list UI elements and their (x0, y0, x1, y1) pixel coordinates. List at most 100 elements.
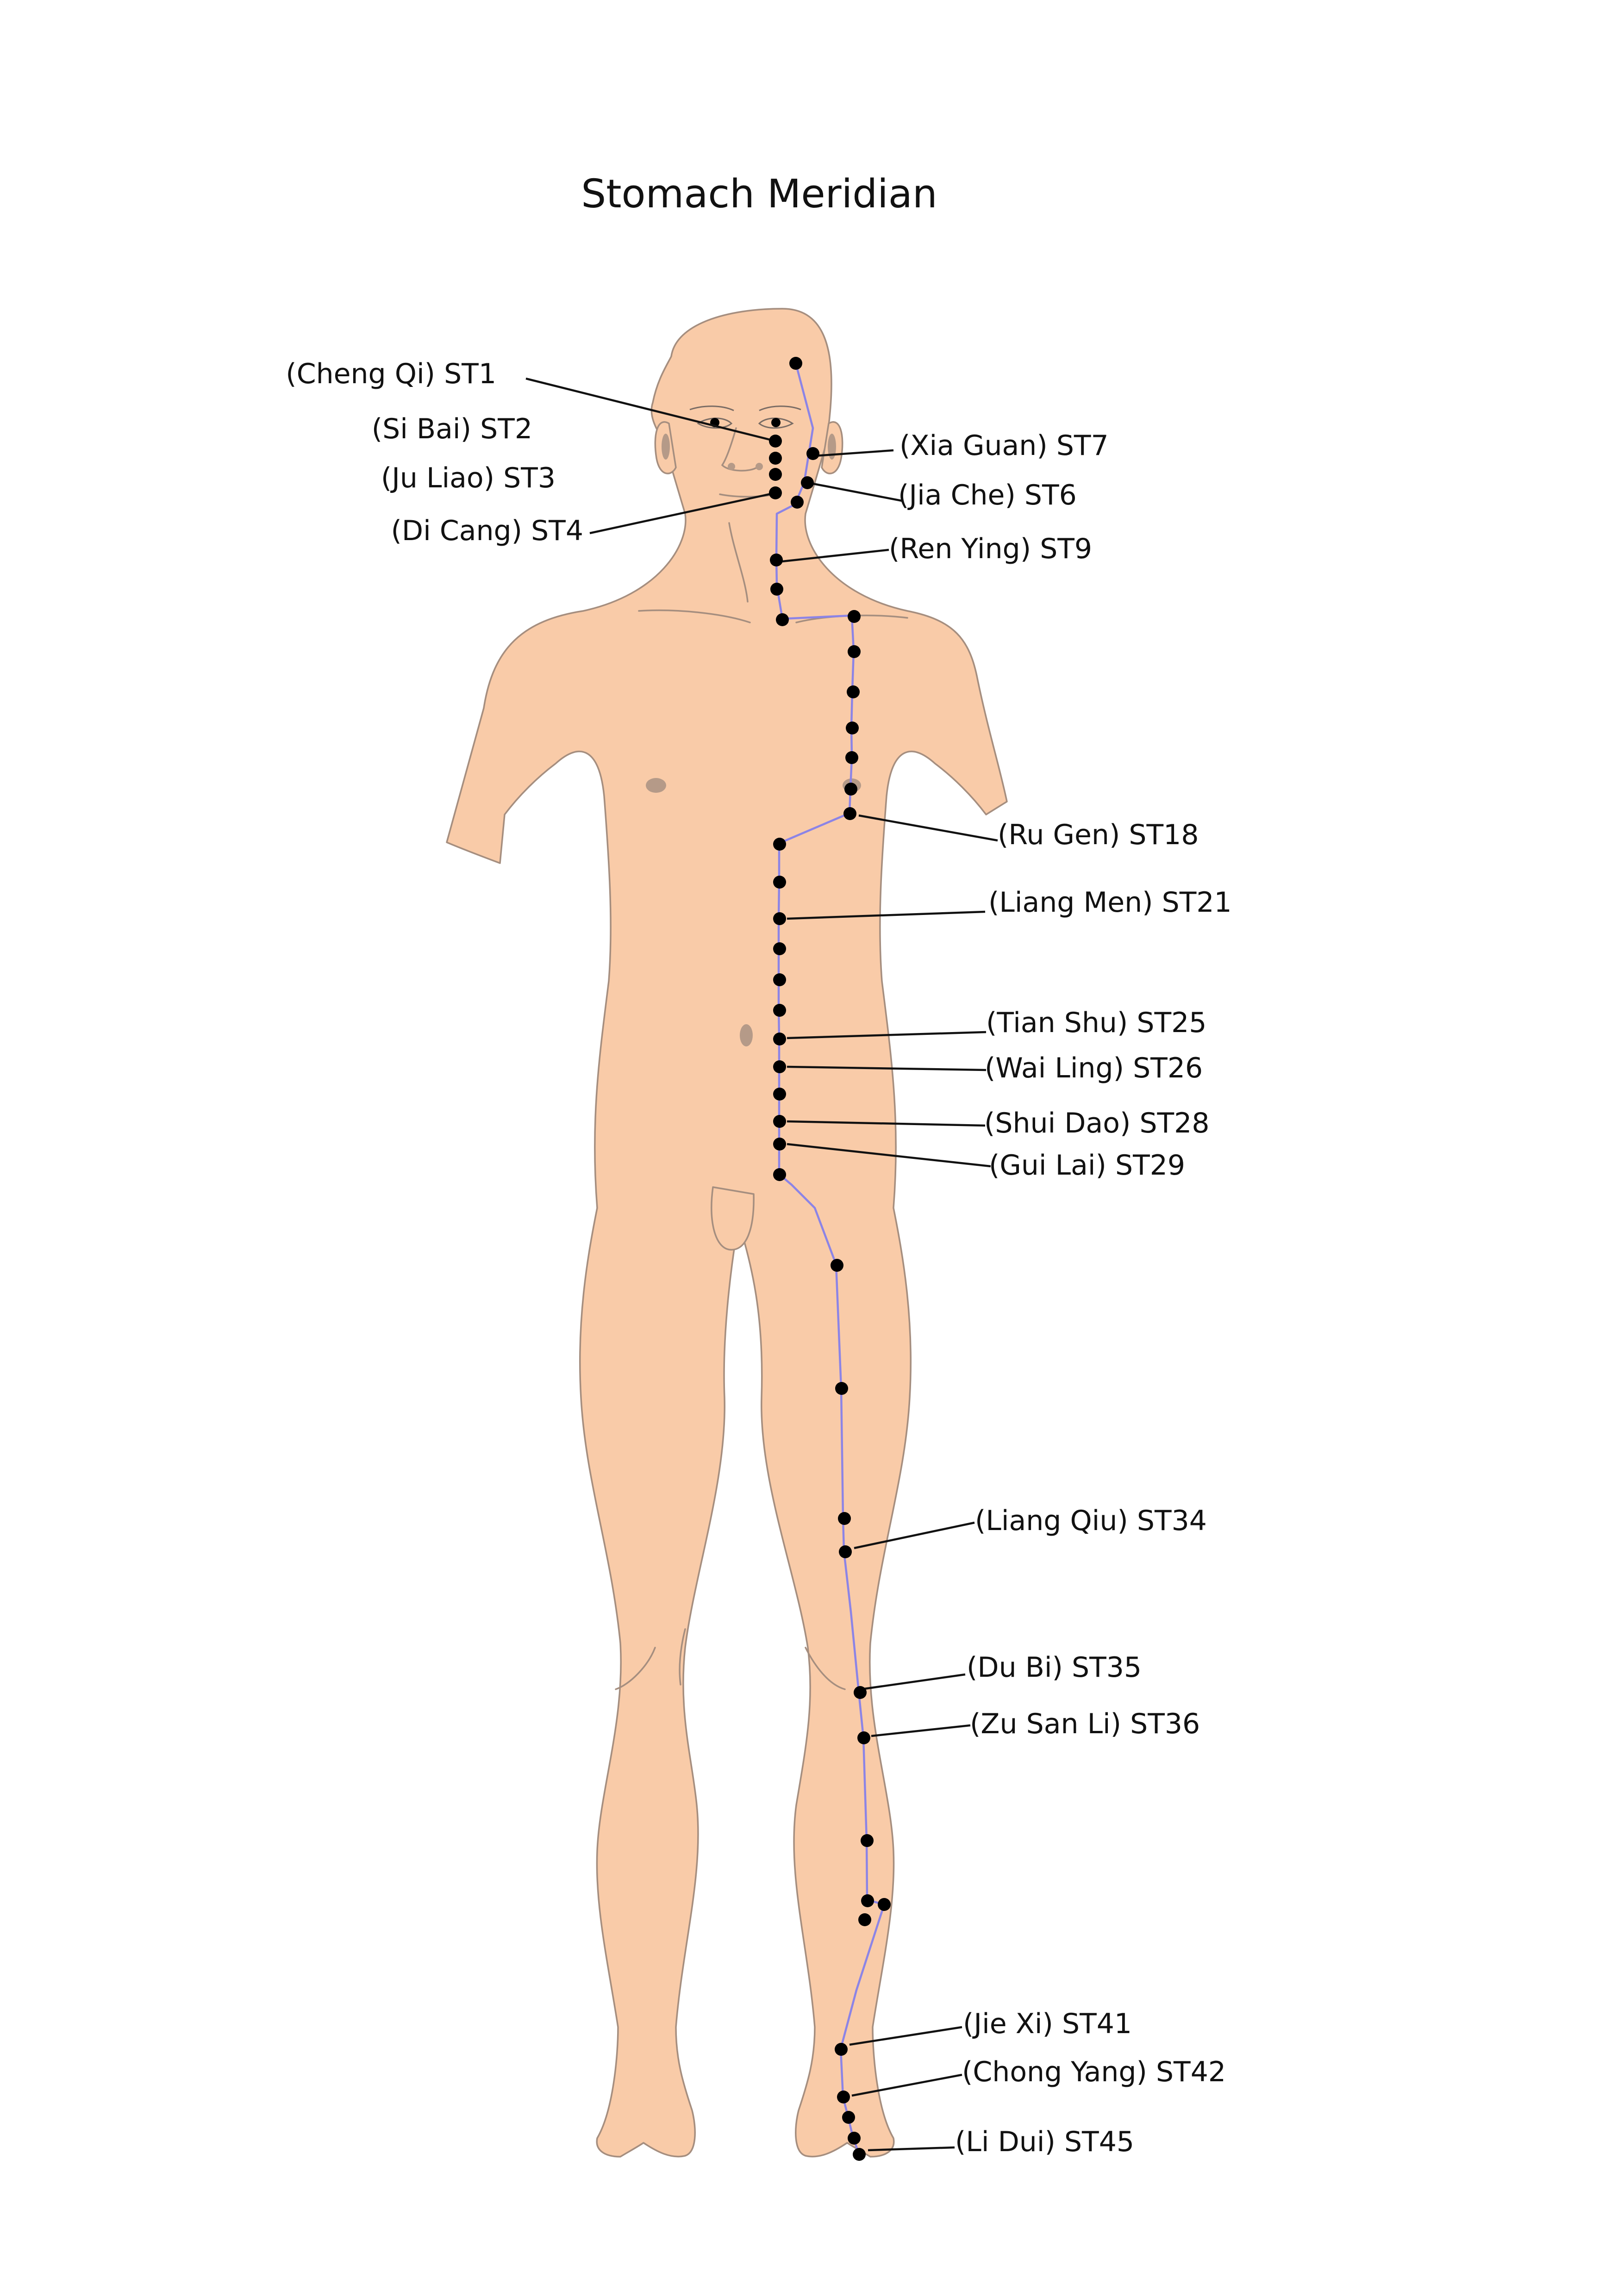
acupoint-st9 (770, 554, 783, 566)
acupoint-st11 (776, 613, 789, 626)
acupoint-st34 (839, 1545, 852, 1558)
acupoints (769, 357, 891, 2161)
left-nostril (728, 463, 735, 470)
acupoint-st43 (842, 2111, 855, 2124)
acupoint-st33 (838, 1512, 851, 1525)
left-ear-inner (662, 434, 670, 460)
label-st35: (Du Bi) ST35 (967, 1651, 1142, 1684)
acupoint-st35 (854, 1686, 867, 1699)
right-eye (758, 417, 794, 429)
leader-st45 (868, 2146, 955, 2152)
acupoint-st41 (835, 2043, 848, 2056)
right-eyebrow (759, 405, 801, 411)
label-st42: (Chong Yang) ST42 (962, 2056, 1226, 2088)
acupoint-st10 (770, 583, 783, 596)
genitals (711, 1186, 755, 1251)
acupoint-st16 (845, 751, 858, 764)
label-st29: (Gui Lai) ST29 (989, 1149, 1185, 1182)
left-eyebrow (689, 405, 734, 411)
label-st7: (Xia Guan) ST7 (899, 429, 1109, 462)
leader-st41 (849, 2026, 962, 2046)
neck-line (728, 522, 749, 603)
nose (721, 427, 758, 472)
leader-st36 (871, 1724, 971, 1737)
acupoint-st30 (773, 1168, 786, 1181)
acupoint-st4 (769, 486, 782, 499)
leader-st21 (787, 910, 986, 920)
label-st2: (Si Bai) ST2 (372, 413, 532, 445)
left-clavicle (638, 609, 751, 623)
label-st18: (Ru Gen) ST18 (998, 819, 1199, 851)
page-title: Stomach Meridian (581, 171, 937, 217)
navel (740, 1024, 753, 1046)
acupoint-st36 (857, 1731, 870, 1744)
acupoint-st5 (791, 496, 804, 509)
label-st4: (Di Cang) ST4 (391, 515, 583, 547)
leader-st25 (787, 1031, 987, 1039)
left-eye (697, 417, 733, 429)
acupoint-st29 (773, 1138, 786, 1151)
acupoint-st7 (806, 447, 819, 460)
leader-st42 (851, 2073, 962, 2097)
human-body-figure (446, 308, 1008, 2158)
acupoint-st21 (773, 912, 786, 925)
right-knee-crease (805, 1647, 846, 1690)
acupoint-st26 (773, 1060, 786, 1073)
leader-st18 (858, 814, 998, 842)
label-st25: (Tian Shu) ST25 (986, 1007, 1206, 1039)
label-st34: (Liang Qiu) ST34 (975, 1505, 1207, 1537)
leader-st26 (787, 1065, 987, 1071)
acupoint-st15 (846, 722, 859, 734)
leader-st29 (787, 1143, 991, 1168)
leader-st4 (589, 492, 776, 535)
label-st28: (Shui Dao) ST28 (984, 1107, 1210, 1139)
leader-lines (525, 377, 998, 2152)
label-st45: (Li Dui) ST45 (955, 2126, 1134, 2158)
label-st41: (Jie Xi) ST41 (963, 2008, 1132, 2040)
acupoint-st28 (773, 1115, 786, 1128)
leader-st1 (525, 377, 776, 442)
acupoint-st38 (861, 1894, 874, 1907)
acupoint-st22 (773, 942, 786, 955)
label-st1: (Cheng Qi) ST1 (286, 358, 496, 390)
acupoint-st25 (773, 1033, 786, 1045)
acupoint-st1 (769, 435, 782, 448)
acupoint-st37 (861, 1834, 874, 1847)
right-nostril (756, 463, 763, 470)
acupoint-st2 (769, 452, 782, 465)
point-labels: (Cheng Qi) ST1 (Si Bai) ST2 (Ju Liao) ST… (286, 358, 1231, 2158)
label-st3: (Ju Liao) ST3 (381, 462, 556, 494)
right-pupil (771, 418, 781, 427)
acupoint-st32 (835, 1382, 848, 1395)
acupoint-st40 (878, 1898, 891, 1911)
acupoint-st13 (848, 645, 861, 658)
left-shin-line (679, 1628, 686, 1686)
left-knee-crease (615, 1647, 656, 1690)
acupoint-st20 (773, 876, 786, 889)
leader-st7 (814, 449, 894, 457)
acupoint-st44 (848, 2132, 861, 2145)
acupoint-st42 (837, 2091, 850, 2103)
leader-st9 (782, 548, 889, 563)
left-nipple (646, 778, 666, 793)
acupoint-st12 (848, 610, 861, 623)
leader-st6 (807, 481, 902, 502)
acupoint-st31 (831, 1259, 843, 1272)
right-ear-inner (828, 434, 836, 460)
leader-st28 (787, 1120, 986, 1127)
acupoint-st27 (773, 1088, 786, 1101)
label-st9: (Ren Ying) ST9 (889, 533, 1092, 565)
label-st26: (Wai Ling) ST26 (985, 1052, 1203, 1084)
leader-st34 (854, 1521, 975, 1549)
acupoint-st24 (773, 1004, 786, 1017)
leader-st35 (861, 1673, 966, 1691)
acupoint-st39 (858, 1913, 871, 1926)
acupoint-st14 (847, 685, 860, 698)
acupoint-st18 (843, 807, 856, 820)
acupoint-st8 (789, 357, 802, 370)
acupoint-st6 (801, 476, 814, 489)
label-st36: (Zu San Li) ST36 (970, 1708, 1200, 1740)
acupoint-st23 (773, 973, 786, 986)
acupoint-st19 (773, 838, 786, 851)
